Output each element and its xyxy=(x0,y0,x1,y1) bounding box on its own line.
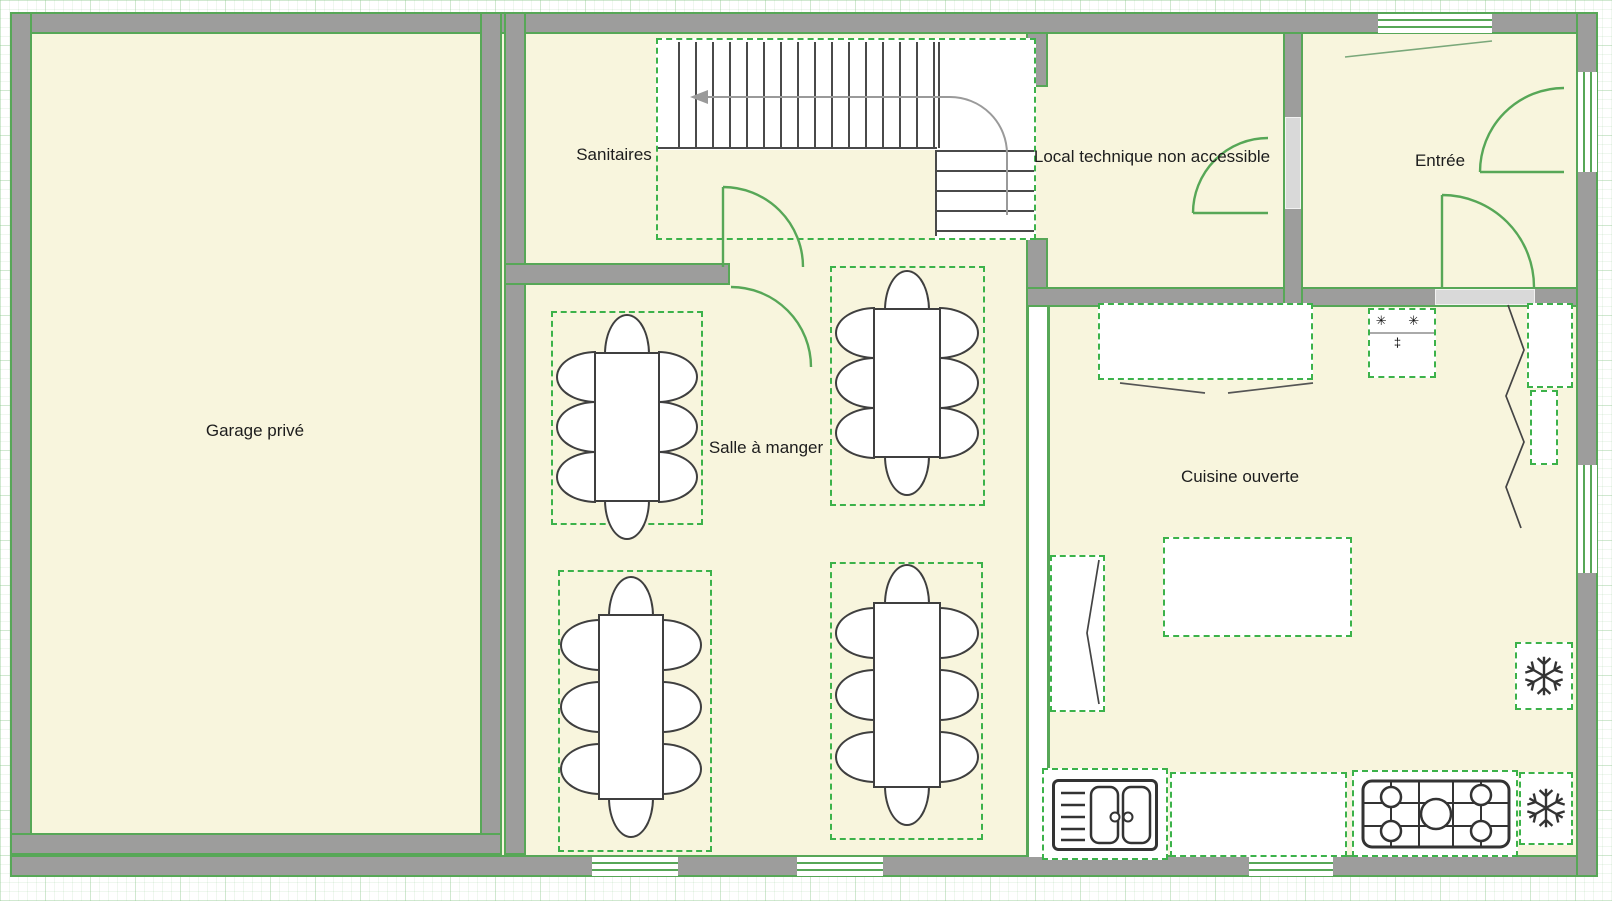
dining-table-group[interactable] xyxy=(558,570,712,852)
label-local-technique: Local technique non accessible xyxy=(1033,147,1271,166)
stove-icon xyxy=(1361,779,1511,849)
wall-outer-left xyxy=(10,12,32,877)
wall-garage-bottom xyxy=(10,833,502,855)
window-bottom-dining-2[interactable] xyxy=(797,855,883,877)
dining-table[interactable] xyxy=(598,614,664,800)
window-bottom-dining-1[interactable] xyxy=(592,855,678,877)
kitchen-tall-unit-a[interactable] xyxy=(1527,303,1573,388)
label-sanitaires: Sanitaires xyxy=(576,145,652,164)
passage-entree-kitchen[interactable] xyxy=(1435,289,1535,305)
kitchen-counter-bottom[interactable] xyxy=(1170,772,1347,857)
wall-outer-top xyxy=(10,12,1598,34)
dining-table-group[interactable] xyxy=(830,266,985,506)
sink-icon xyxy=(1052,779,1158,851)
label-salle-a-manger: Salle à manger xyxy=(708,438,824,457)
partition-dining-kitchen xyxy=(1026,307,1050,857)
wall-divider-garage-dining xyxy=(504,12,526,855)
dining-table[interactable] xyxy=(873,308,941,458)
dining-table[interactable] xyxy=(594,352,660,502)
dining-table-group[interactable] xyxy=(830,562,983,840)
staircase-outline[interactable] xyxy=(656,38,1036,240)
kitchen-appliance-panel[interactable]: ✳ ✳ ‡ xyxy=(1368,308,1436,378)
kitchen-tall-unit-b[interactable] xyxy=(1530,390,1558,465)
window-right-kitchen[interactable] xyxy=(1576,465,1598,573)
label-cuisine: Cuisine ouverte xyxy=(1180,467,1300,486)
kitchen-unit-left[interactable] xyxy=(1050,555,1105,712)
wall-garage-right xyxy=(480,12,502,855)
door-opening-localtech[interactable] xyxy=(1285,117,1301,209)
window-bottom-kitchen[interactable] xyxy=(1249,855,1333,877)
label-garage: Garage privé xyxy=(205,421,305,440)
dining-table[interactable] xyxy=(873,602,941,788)
wall-outer-right xyxy=(1576,12,1598,877)
window-right-entree[interactable] xyxy=(1576,72,1598,172)
sink-cabinet[interactable] xyxy=(1042,768,1168,860)
fridge-unit[interactable] xyxy=(1515,642,1573,710)
label-entree: Entrée xyxy=(1414,151,1466,170)
snowflake-icon xyxy=(1522,654,1566,698)
appliance-symbols: ✳ ✳ ‡ xyxy=(1370,310,1434,350)
snowflake-icon xyxy=(1524,786,1568,830)
freezer-unit[interactable] xyxy=(1519,772,1573,845)
window-top-entree[interactable] xyxy=(1378,12,1492,34)
kitchen-counter-top[interactable] xyxy=(1098,303,1313,380)
wall-sanitaires-bottom xyxy=(504,263,730,285)
kitchen-island[interactable] xyxy=(1163,537,1352,637)
stove-cabinet[interactable] xyxy=(1352,770,1518,857)
